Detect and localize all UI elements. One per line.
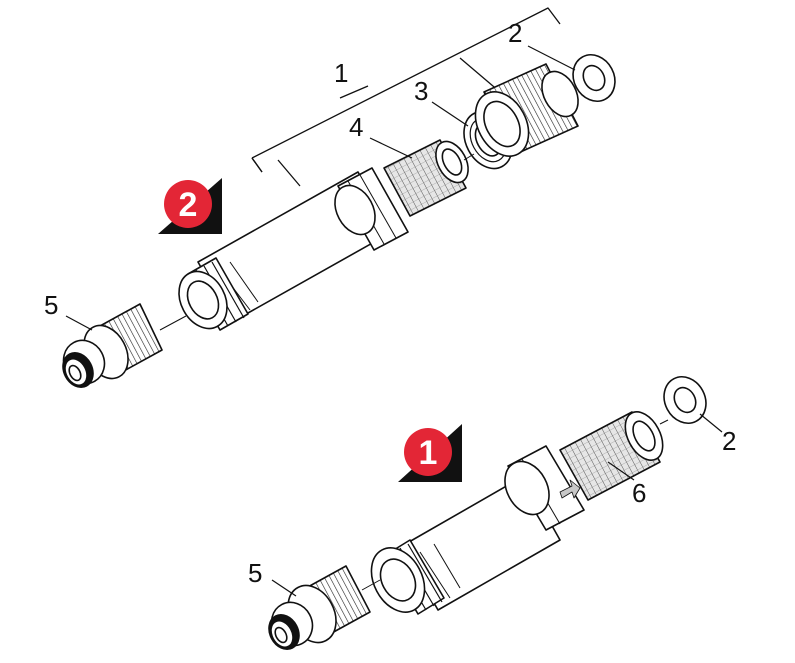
tube-thread-end-lower xyxy=(370,539,445,615)
step-badge-2-number: 2 xyxy=(179,186,198,224)
coupling-part-5-upper xyxy=(62,303,163,388)
washer-part-2-lower xyxy=(663,376,707,424)
leader-lines-lower xyxy=(271,413,723,597)
step-badge-1: 1 xyxy=(398,424,462,482)
callout-4: 4 xyxy=(349,112,363,142)
callout-2-bottom: 2 xyxy=(722,426,736,456)
callout-6: 6 xyxy=(632,478,646,508)
upper-assembly xyxy=(62,7,616,388)
step-badge-1-number: 1 xyxy=(419,434,438,472)
callout-1: 1 xyxy=(334,58,348,88)
lower-assembly xyxy=(268,376,707,650)
step-badge-2: 2 xyxy=(158,178,222,234)
callout-2-top: 2 xyxy=(508,18,522,48)
callout-5-top: 5 xyxy=(44,290,58,320)
mesh-filter-part-4 xyxy=(383,139,469,217)
bracket-part-1 xyxy=(251,7,561,187)
coupling-part-5-lower xyxy=(268,565,371,650)
callout-3: 3 xyxy=(414,76,428,106)
tube-thread-end-upper xyxy=(178,257,249,331)
washer-part-2-upper xyxy=(572,54,616,102)
leader-lines-upper xyxy=(65,45,576,331)
union-nut-upper xyxy=(474,63,579,157)
filter-cartridge-part-6 xyxy=(559,411,664,501)
tube-collar-lower xyxy=(504,445,585,531)
callout-5-bottom: 5 xyxy=(248,558,262,588)
tube-collar-upper xyxy=(334,167,409,251)
